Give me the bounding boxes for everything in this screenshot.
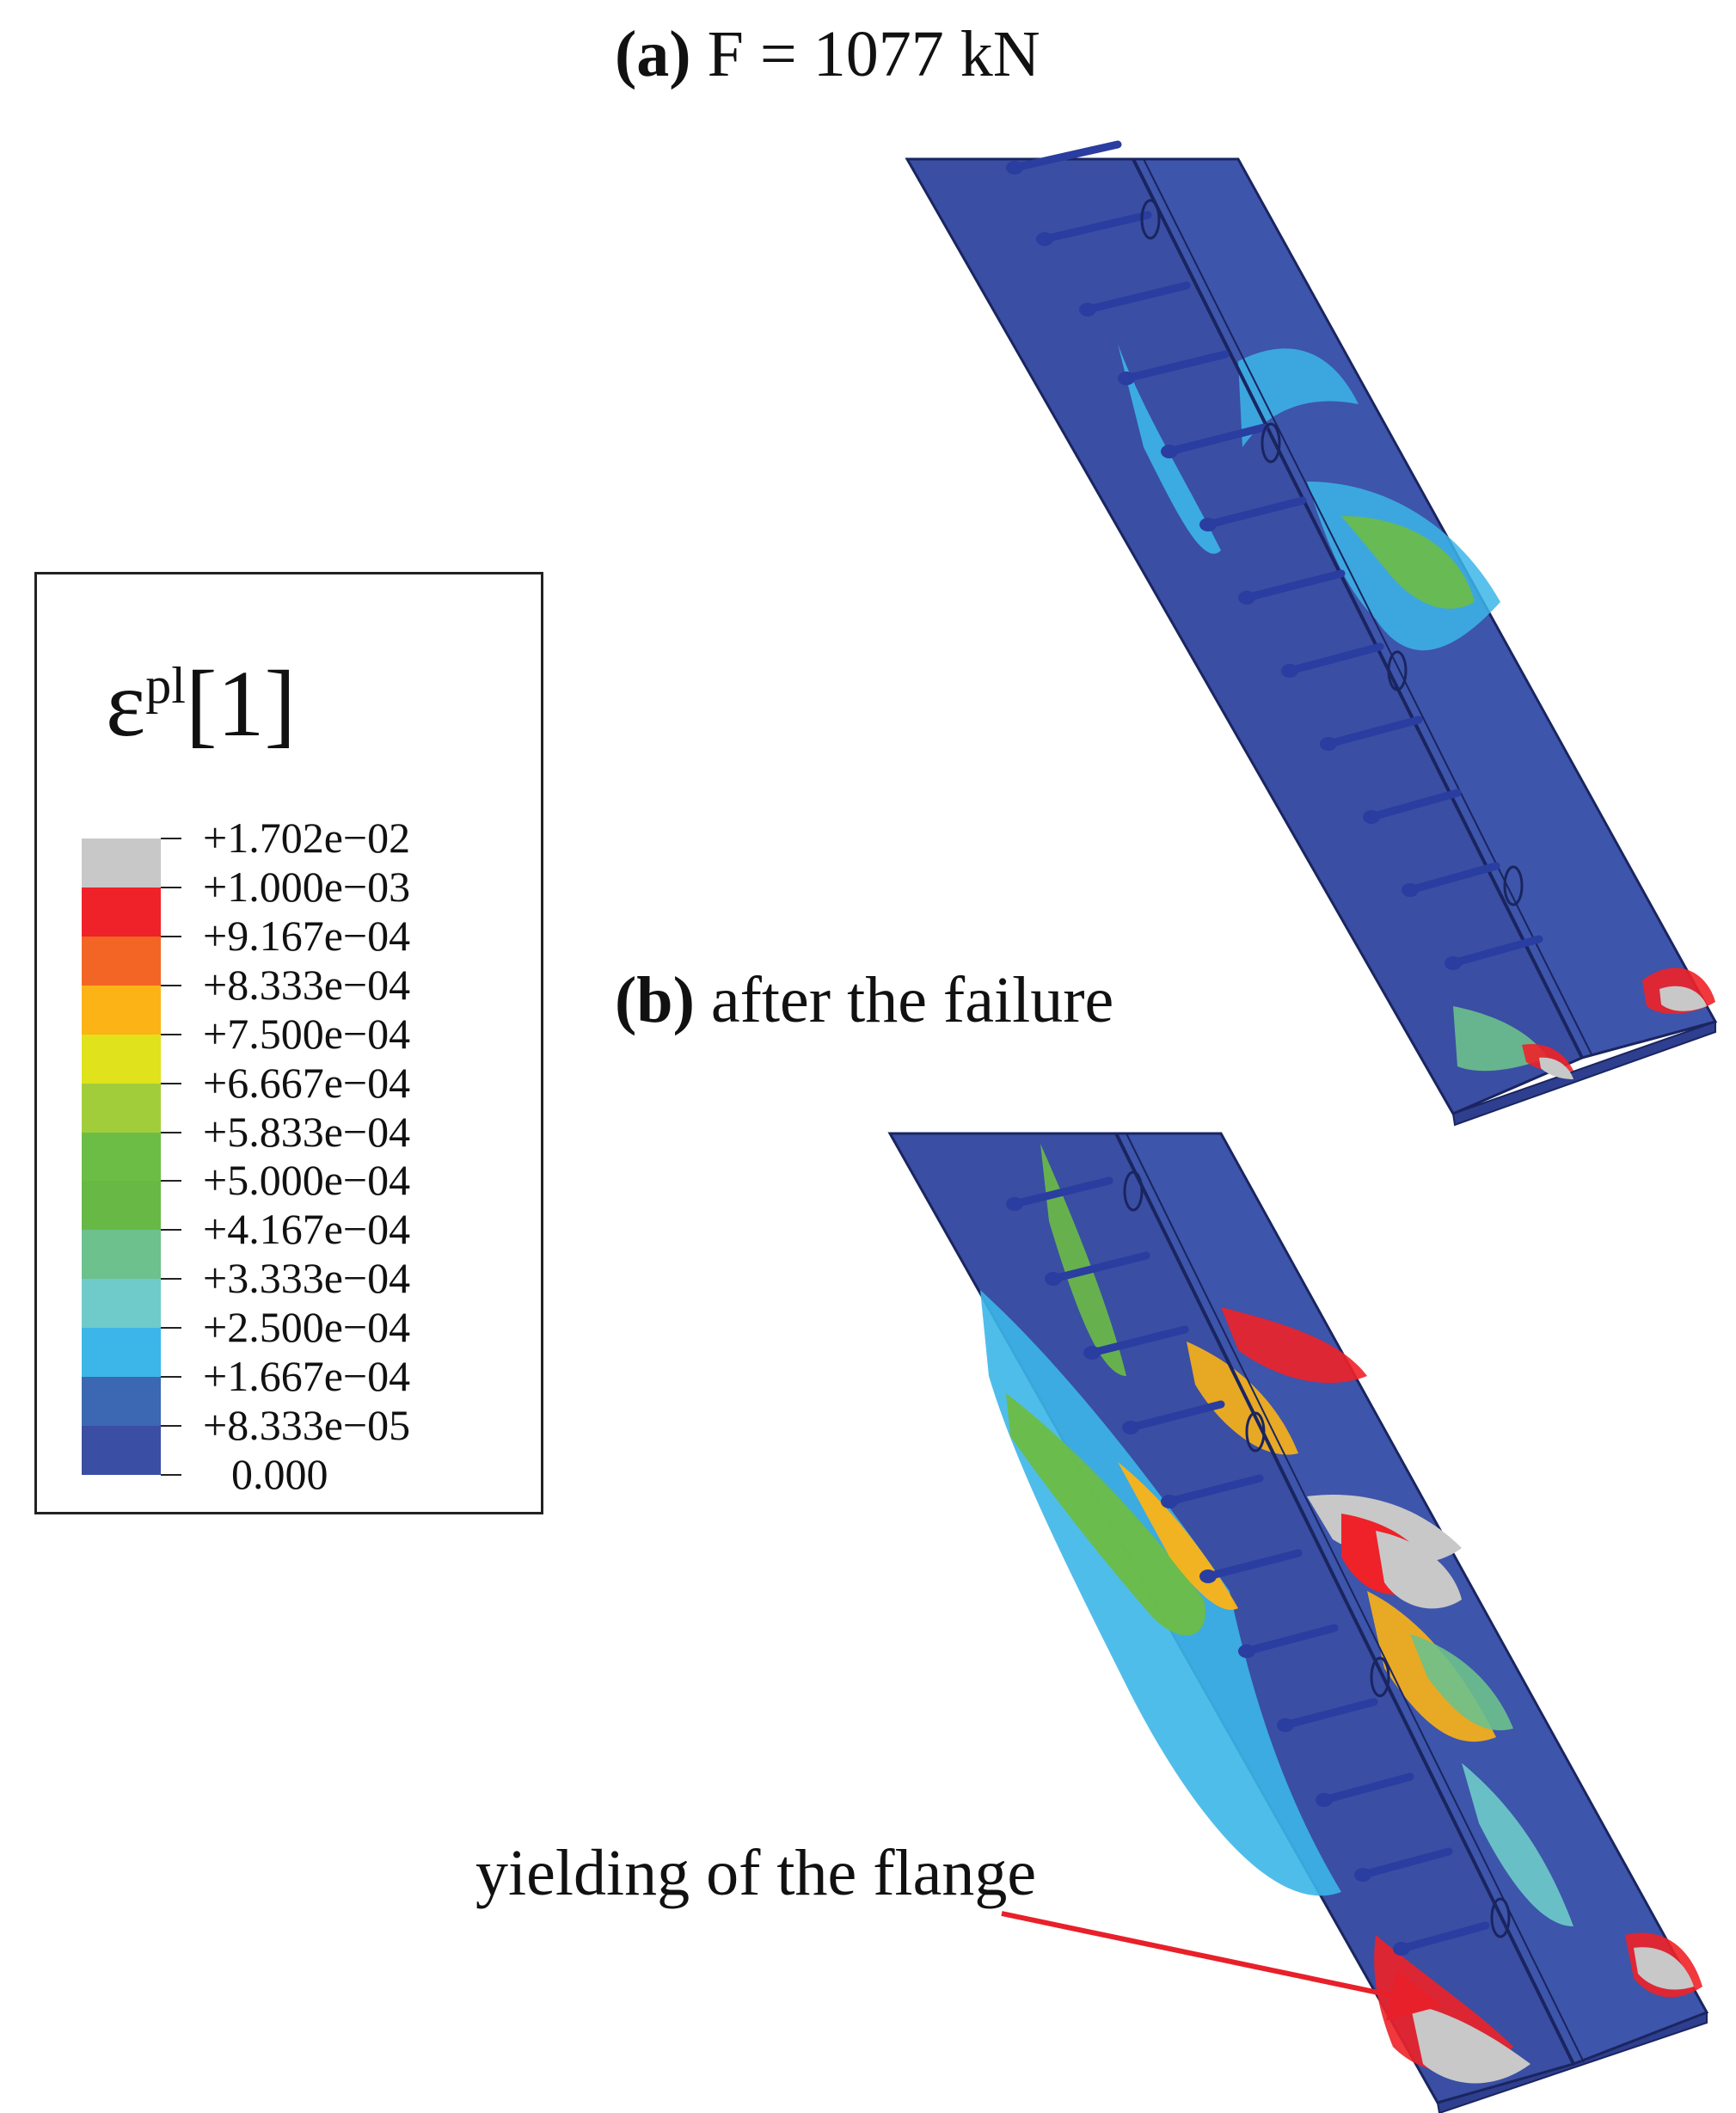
legend-swatch xyxy=(82,1034,161,1084)
legend-tick xyxy=(161,1131,181,1133)
legend-tick xyxy=(161,1376,181,1379)
legend-symbol-argument: [1] xyxy=(185,651,297,756)
legend-colorbar xyxy=(82,838,181,1476)
legend-tick xyxy=(161,935,181,937)
legend-tick-label: +7.500e−04 xyxy=(203,1009,411,1058)
legend-tick-label: +5.833e−04 xyxy=(203,1107,411,1156)
legend-tick-label: +1.667e−04 xyxy=(203,1352,411,1401)
panel-b-label: (b) xyxy=(615,964,695,1036)
legend-tick-label: +4.167e−04 xyxy=(203,1205,411,1254)
legend-tick xyxy=(161,1229,181,1232)
panel-a-model xyxy=(905,140,1718,1127)
annotation-arrow xyxy=(1001,1911,1442,2021)
legend-swatch xyxy=(82,1181,161,1231)
legend-tick-label: +1.702e−02 xyxy=(203,814,411,862)
annotation-label: yielding of the flange xyxy=(475,1837,1037,1909)
panel-a-label: (a) xyxy=(615,18,691,90)
legend-tick-label: +5.000e−04 xyxy=(203,1156,411,1205)
legend-swatch xyxy=(82,936,161,986)
panel-b-model xyxy=(887,1132,1709,2113)
panel-b-title: (b) after the failure xyxy=(615,963,1113,1038)
legend-tick xyxy=(161,984,181,986)
legend-tick xyxy=(161,1033,181,1035)
legend-swatch xyxy=(82,1230,161,1280)
legend-tick-label: +1.000e−03 xyxy=(203,862,411,911)
legend-tick xyxy=(161,1278,181,1281)
panel-a-title: (a) F = 1077 kN xyxy=(615,17,1040,92)
legend-tick xyxy=(161,1425,181,1428)
legend-swatch xyxy=(82,1426,161,1475)
panel-b-text: after the failure xyxy=(710,964,1114,1036)
legend-tick xyxy=(161,1474,181,1476)
legend-swatch xyxy=(82,838,161,888)
legend-swatch xyxy=(82,985,161,1035)
legend-swatch xyxy=(82,1279,161,1329)
legend-tick-label: 0.000 xyxy=(231,1450,328,1498)
panel-a-text: F = 1077 kN xyxy=(707,18,1040,90)
legend-tick xyxy=(161,1327,181,1330)
legend-tick-label: +8.333e−05 xyxy=(203,1401,411,1450)
legend: εpl[1] +1.702e−02+1.000e−03+9.167e−04+8.… xyxy=(34,572,543,1514)
legend-tick-label: +3.333e−04 xyxy=(203,1254,411,1303)
legend-tick-label: +8.333e−04 xyxy=(203,960,411,1009)
legend-symbol-base: ε xyxy=(106,651,146,756)
legend-tick-label: +9.167e−04 xyxy=(203,911,411,960)
legend-tick-label: +2.500e−04 xyxy=(203,1303,411,1352)
legend-tick-label: +6.667e−04 xyxy=(203,1058,411,1107)
legend-tick xyxy=(161,886,181,888)
legend-swatch xyxy=(82,1328,161,1378)
legend-tick xyxy=(161,1082,181,1084)
legend-swatch xyxy=(82,1083,161,1133)
legend-tick xyxy=(161,1180,181,1182)
legend-tick xyxy=(161,838,181,839)
legend-swatch xyxy=(82,887,161,937)
legend-symbol-superscript: pl xyxy=(145,657,186,714)
legend-swatch xyxy=(82,1377,161,1427)
legend-swatch xyxy=(82,1132,161,1182)
legend-symbol: εpl[1] xyxy=(106,656,296,751)
